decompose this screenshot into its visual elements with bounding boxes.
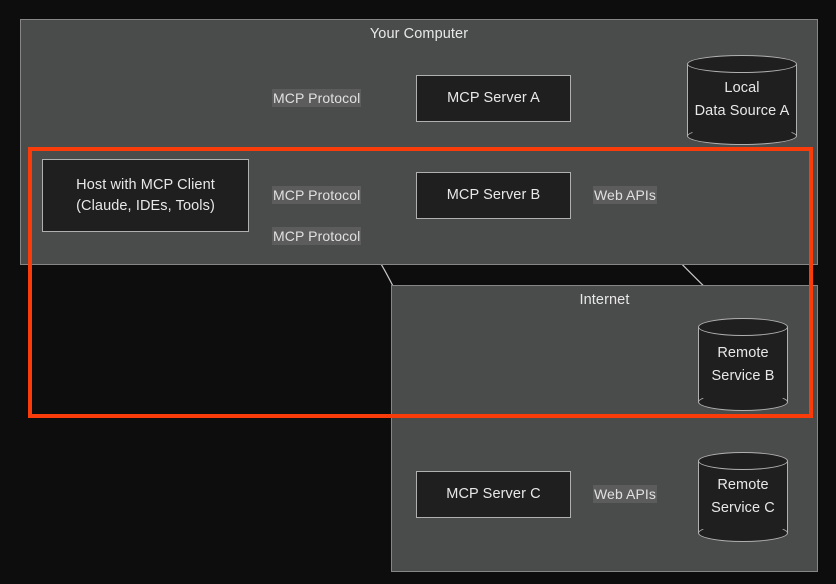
node-mcp-server-c-label: MCP Server C [446, 486, 541, 502]
node-mcp-server-a-label: MCP Server A [447, 90, 540, 106]
edge-label-mcp-protocol-top: MCP Protocol [272, 89, 362, 107]
node-host-line-2: (Claude, IDEs, Tools) [76, 197, 215, 214]
edge-label-mcp-protocol-bottom: MCP Protocol [272, 227, 362, 245]
cylinder-top-icon [698, 452, 788, 470]
node-local-data-source-a-line-2: Data Source A [694, 103, 790, 119]
panel-your-computer-title: Your Computer [369, 26, 469, 42]
node-remote-service-c[interactable]: Remote Service C [698, 452, 788, 542]
cylinder-top-icon [698, 318, 788, 336]
cylinder-bottom-icon [687, 127, 797, 145]
node-host-line-1: Host with MCP Client [76, 176, 215, 193]
edge-label-mcp-protocol-middle: MCP Protocol [272, 186, 362, 204]
node-mcp-server-b[interactable]: MCP Server B [416, 172, 571, 219]
node-remote-service-b-line-1: Remote [717, 344, 769, 361]
cylinder-bottom-icon [698, 524, 788, 542]
edge-label-web-apis-c: Web APIs [593, 485, 658, 503]
panel-internet-title: Internet [579, 292, 630, 308]
node-mcp-server-a[interactable]: MCP Server A [416, 75, 571, 122]
node-remote-service-c-label: Remote Service C [698, 452, 788, 542]
node-host-with-mcp-client[interactable]: Host with MCP Client (Claude, IDEs, Tool… [42, 159, 249, 232]
cylinder-body-icon [687, 64, 797, 136]
node-local-data-source-a[interactable]: Local Data Source A [687, 55, 797, 145]
node-local-data-source-a-label: Local Data Source A [687, 55, 797, 145]
node-local-data-source-a-line-1: Local [724, 80, 760, 96]
node-remote-service-b[interactable]: Remote Service B [698, 318, 788, 411]
cylinder-body-icon [698, 327, 788, 402]
cylinder-body-icon [698, 461, 788, 533]
node-remote-service-b-line-2: Service B [711, 367, 775, 384]
node-mcp-server-c[interactable]: MCP Server C [416, 471, 571, 518]
cylinder-top-icon [687, 55, 797, 73]
node-mcp-server-b-label: MCP Server B [446, 187, 541, 203]
node-remote-service-b-label: Remote Service B [698, 318, 788, 411]
node-remote-service-c-line-1: Remote [717, 477, 769, 493]
node-remote-service-c-line-2: Service C [711, 500, 775, 516]
edge-label-web-apis-b: Web APIs [593, 186, 658, 204]
cylinder-bottom-icon [698, 393, 788, 411]
